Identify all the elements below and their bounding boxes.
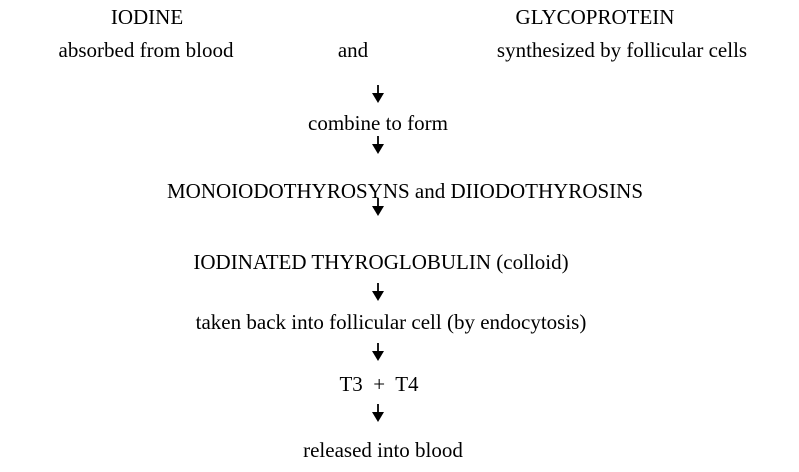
step-iodotyrosines: MONOIODOTHYROSYNS and DIIODOTHYROSINS [167, 179, 643, 203]
step-endocytosis: taken back into follicular cell (by endo… [195, 310, 587, 334]
down-arrow-icon [371, 85, 385, 103]
glycoprotein-title: GLYCOPROTEIN [515, 5, 675, 29]
down-arrow-icon [371, 136, 385, 154]
step-thyroglobulin: IODINATED THYROGLOBULIN (colloid) [193, 250, 569, 274]
glycoprotein-subtitle: synthesized by follicular cells [496, 38, 748, 62]
down-arrow-icon [371, 283, 385, 301]
step-combine: combine to form [308, 111, 448, 135]
and-connector: and [337, 38, 369, 62]
iodine-title: IODINE [110, 5, 184, 29]
step-t3-t4: T3 + T4 [339, 372, 419, 396]
down-arrow-icon [371, 343, 385, 361]
step-released: released into blood [303, 438, 463, 462]
down-arrow-icon [371, 404, 385, 422]
down-arrow-icon [371, 198, 385, 216]
iodine-subtitle: absorbed from blood [58, 38, 234, 62]
